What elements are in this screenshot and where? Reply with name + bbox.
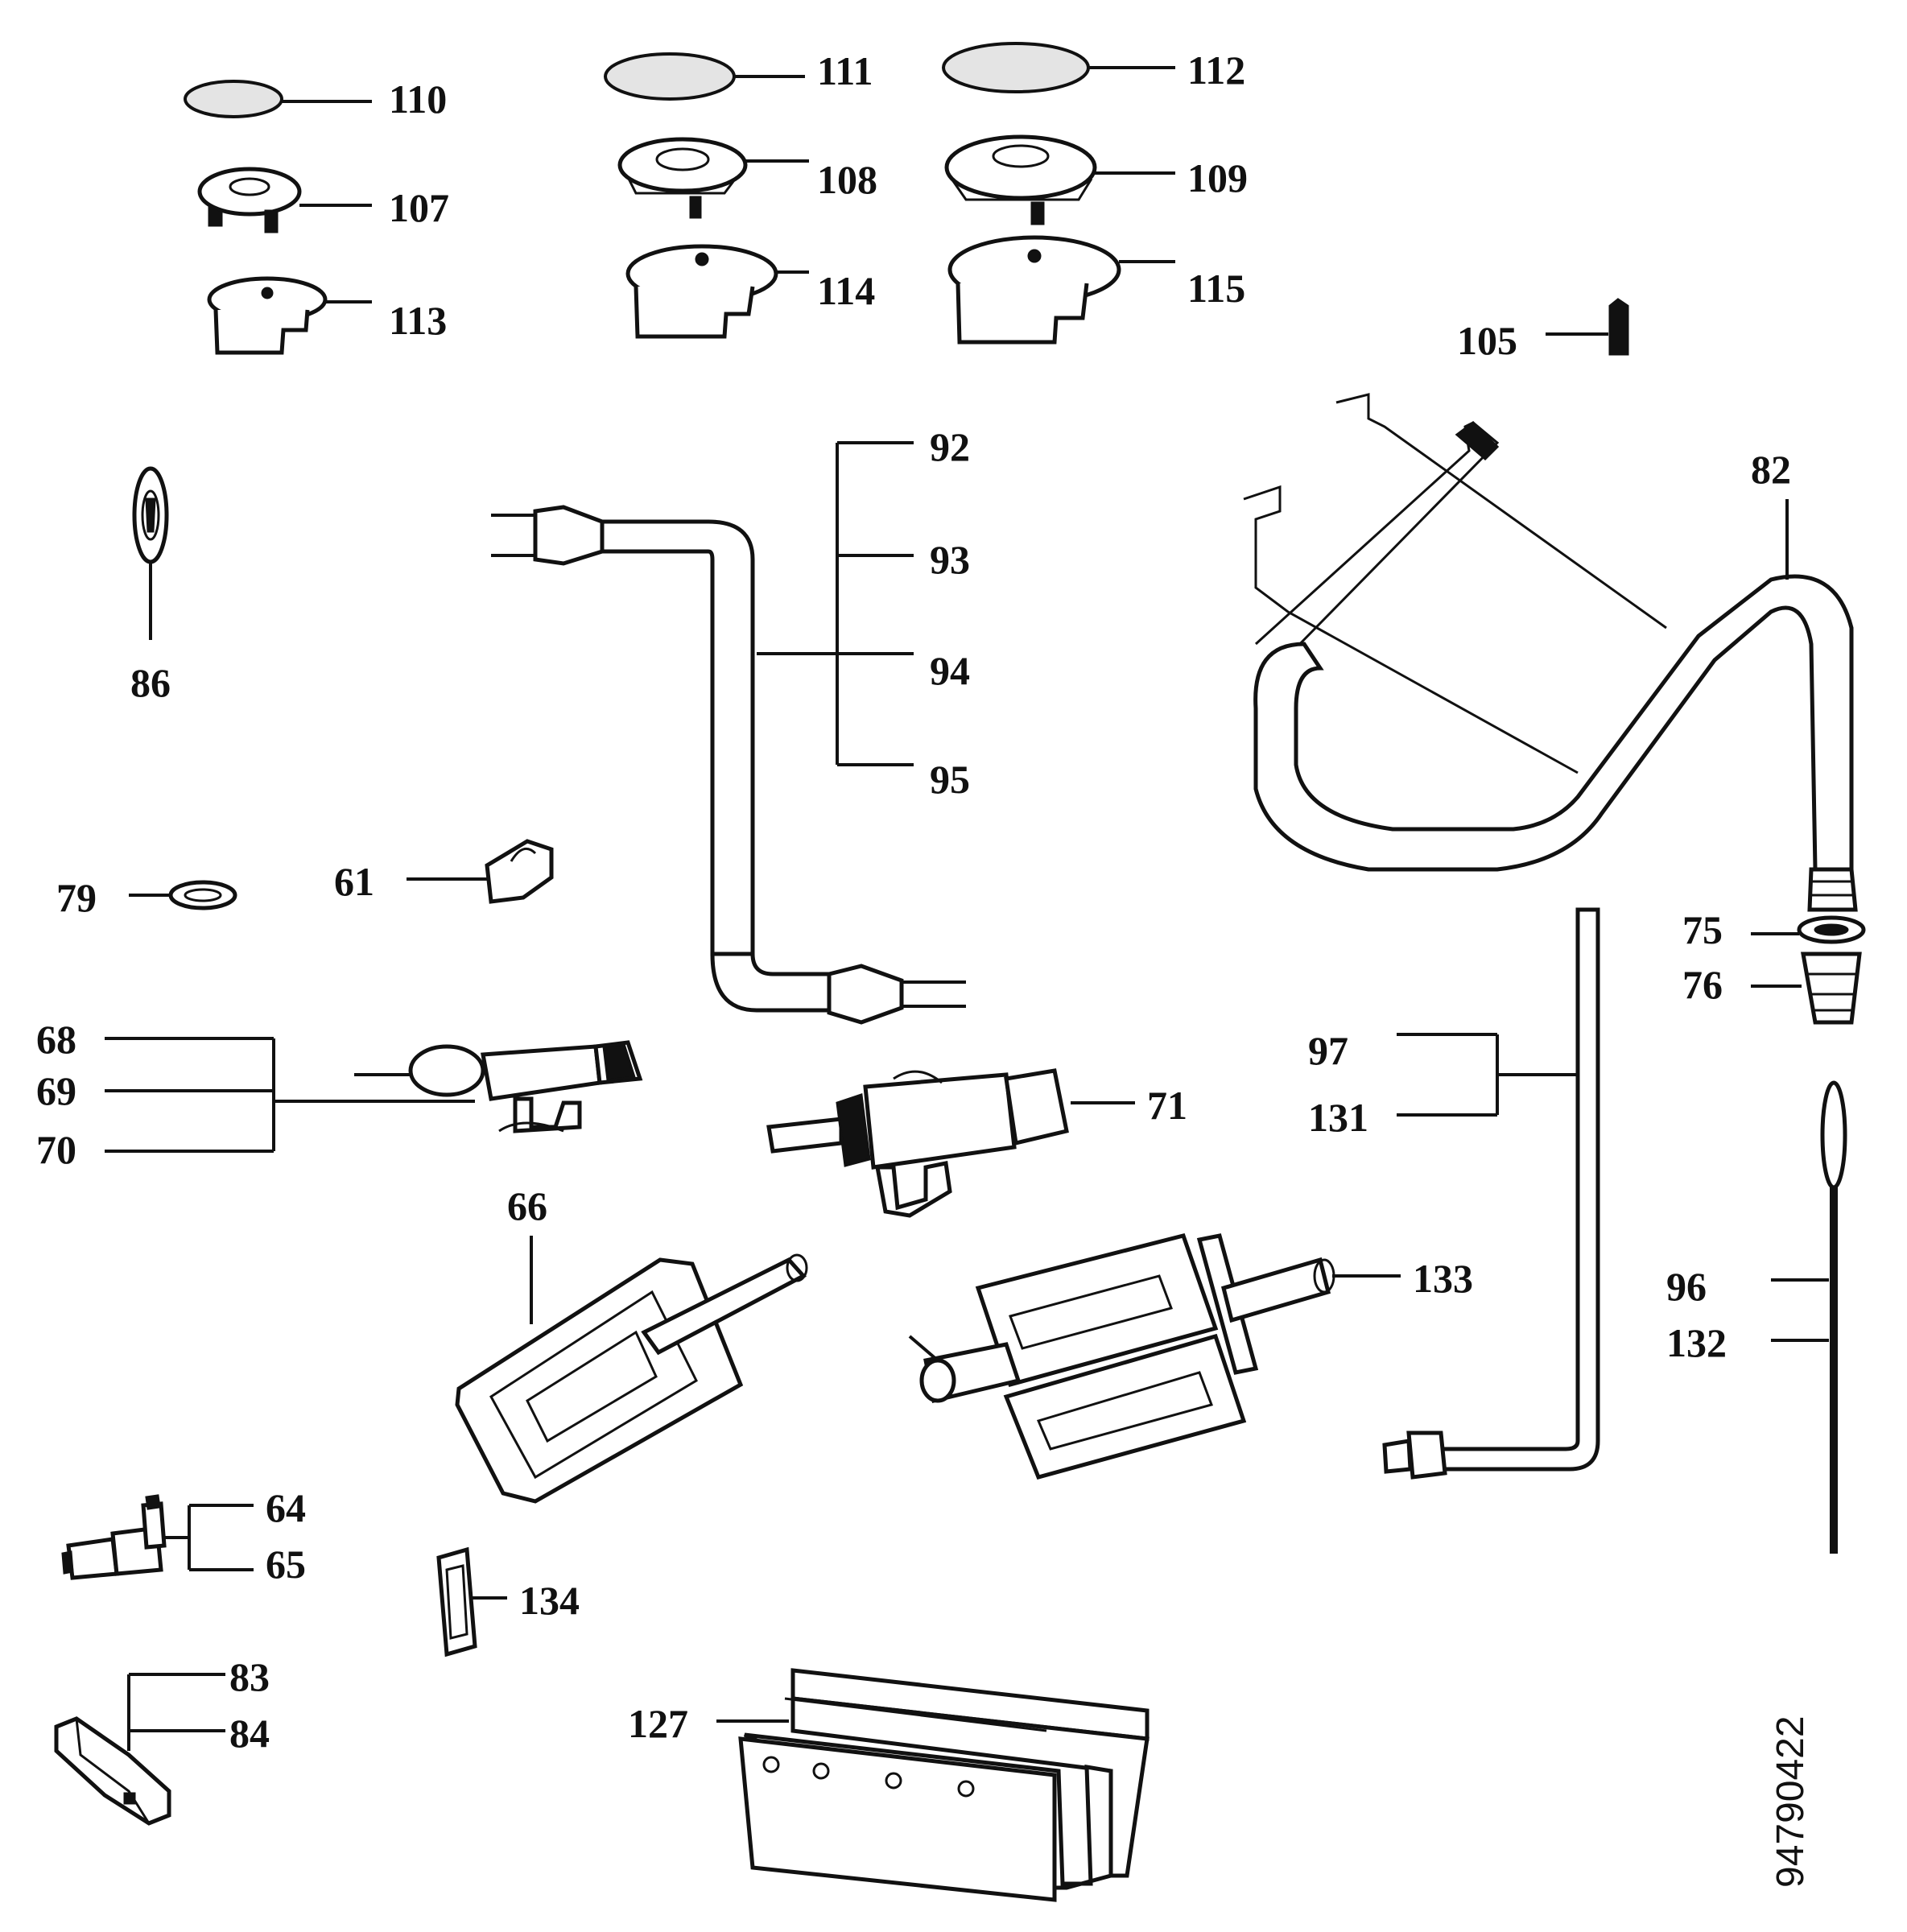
callout-107: 107 <box>389 185 449 230</box>
callout-68: 68 <box>36 1017 76 1062</box>
callout-84: 84 <box>229 1711 270 1756</box>
part-71-gas-tap[interactable]: 71 <box>766 1068 1187 1218</box>
part-110-burner-cap[interactable]: 110 <box>184 76 447 122</box>
callout-133: 133 <box>1413 1256 1473 1301</box>
part-76-cone-nut[interactable]: 76 <box>1682 952 1862 1025</box>
part-114-burner-body[interactable]: 114 <box>625 244 875 339</box>
callout-115: 115 <box>1187 266 1245 311</box>
callout-75: 75 <box>1682 907 1723 952</box>
part-82-pipe-assembly[interactable]: 82 <box>1243 393 1858 912</box>
part-112-burner-cap[interactable]: 112 <box>942 42 1245 93</box>
part-61-clip[interactable]: 61 <box>334 839 554 904</box>
part-105-nozzle[interactable]: 105 <box>1457 298 1629 363</box>
part-92-95-gas-pipe[interactable]: 92 93 94 95 <box>491 424 970 1025</box>
part-96-132-electrode[interactable]: 96 132 <box>1666 1080 1847 1554</box>
part-109-burner-crown[interactable]: 109 <box>944 134 1248 225</box>
part-64-65-connector[interactable]: 64 65 <box>61 1485 306 1587</box>
callout-105: 105 <box>1457 318 1517 363</box>
callout-66: 66 <box>507 1183 547 1228</box>
part-86-knob-seal[interactable]: 86 <box>130 466 171 705</box>
part-75-washer[interactable]: 75 <box>1682 907 1866 952</box>
callout-114: 114 <box>817 268 875 313</box>
callout-111: 111 <box>817 48 873 93</box>
callout-83: 83 <box>229 1654 270 1699</box>
callout-132: 132 <box>1666 1320 1727 1365</box>
callout-131: 131 <box>1308 1095 1368 1140</box>
callout-97: 97 <box>1308 1028 1348 1073</box>
callout-112: 112 <box>1187 47 1245 93</box>
callout-86: 86 <box>130 660 171 705</box>
part-134-gasket-plate[interactable]: 134 <box>436 1546 580 1657</box>
callout-92: 92 <box>930 424 970 469</box>
callout-69: 69 <box>36 1068 76 1113</box>
callout-64: 64 <box>266 1485 306 1530</box>
part-111-burner-cap[interactable]: 111 <box>604 48 873 101</box>
callout-65: 65 <box>266 1542 306 1587</box>
part-133-ignition-coil[interactable]: 133 <box>908 1233 1473 1480</box>
part-68-70-tap-assembly[interactable]: 68 69 70 <box>36 1017 643 1172</box>
callout-96: 96 <box>1666 1264 1707 1309</box>
callout-82: 82 <box>1751 447 1791 492</box>
callout-93: 93 <box>930 537 970 582</box>
part-83-84-bracket[interactable]: 83 84 <box>54 1654 270 1826</box>
callout-110: 110 <box>389 76 447 122</box>
part-127-rail-panel[interactable]: 127 <box>628 1668 1150 1902</box>
part-108-burner-crown[interactable]: 108 <box>617 137 877 219</box>
part-113-burner-body[interactable]: 113 <box>207 276 447 355</box>
callout-127: 127 <box>628 1701 688 1746</box>
document-number: 94790422 <box>1769 1715 1812 1888</box>
callout-70: 70 <box>36 1127 76 1172</box>
part-115-burner-body[interactable]: 115 <box>947 235 1245 345</box>
callout-95: 95 <box>930 757 970 802</box>
callout-71: 71 <box>1147 1083 1187 1128</box>
callout-134: 134 <box>519 1578 580 1623</box>
part-79-gasket[interactable]: 79 <box>56 875 237 920</box>
part-97-131-thermocouple[interactable]: 97 131 <box>1308 907 1600 1480</box>
callout-61: 61 <box>334 859 374 904</box>
part-66-ignition-module[interactable]: 66 <box>455 1183 808 1504</box>
callout-79: 79 <box>56 875 97 920</box>
part-107-burner-crown[interactable]: 107 <box>197 167 449 233</box>
callout-113: 113 <box>389 298 447 343</box>
callout-108: 108 <box>817 157 877 202</box>
callout-109: 109 <box>1187 155 1248 200</box>
callout-76: 76 <box>1682 962 1723 1007</box>
callout-94: 94 <box>930 648 970 693</box>
